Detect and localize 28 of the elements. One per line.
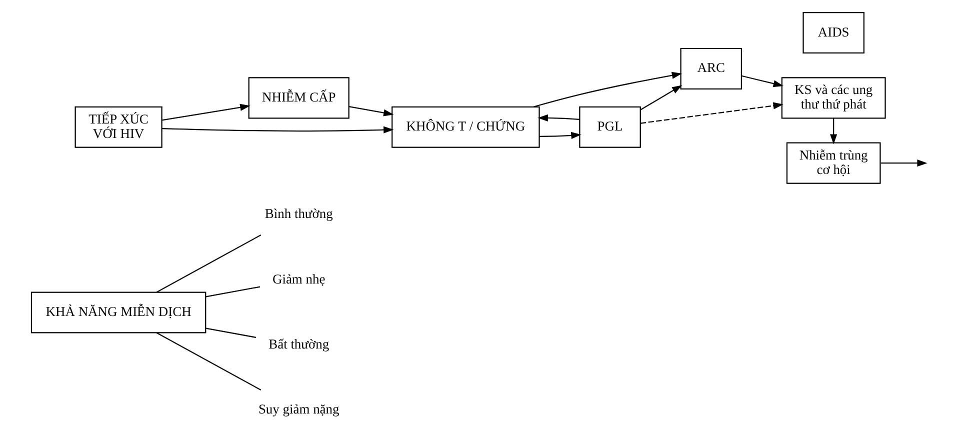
arrow [162,126,394,134]
arrow [640,85,682,110]
arrow [532,72,682,108]
node-text: Giảm nhẹ [272,271,325,286]
node-box: KHẢ NĂNG MIỄN DỊCH [30,292,206,334]
arrow [640,102,783,124]
node-box: AIDS [802,12,864,54]
node-text: Bất thường [268,336,329,352]
node-box: KS và các ung thư thứ phát [780,77,886,119]
node-text: Bình thường [264,206,332,222]
arrow [880,160,927,167]
connector [206,328,256,338]
arrow [741,75,783,88]
arrow [830,118,837,144]
node-box: NHIỄM CẤP [248,77,349,119]
node-box: Nhiễm trùng cơ hội [786,142,880,184]
node-text: Suy giảm nặng [258,402,339,417]
arrow [348,106,394,116]
node-box: KHÔNG T / CHỨNG [391,106,540,148]
arrow [539,132,581,139]
arrow [161,104,250,121]
arrow [537,114,580,122]
connector [206,286,260,298]
node-box: ARC [680,48,742,90]
connector [156,332,261,390]
node-box: PGL [578,106,640,148]
node-box: TIẾP XÚC VỚI HIV [74,106,162,148]
connector [156,234,261,293]
